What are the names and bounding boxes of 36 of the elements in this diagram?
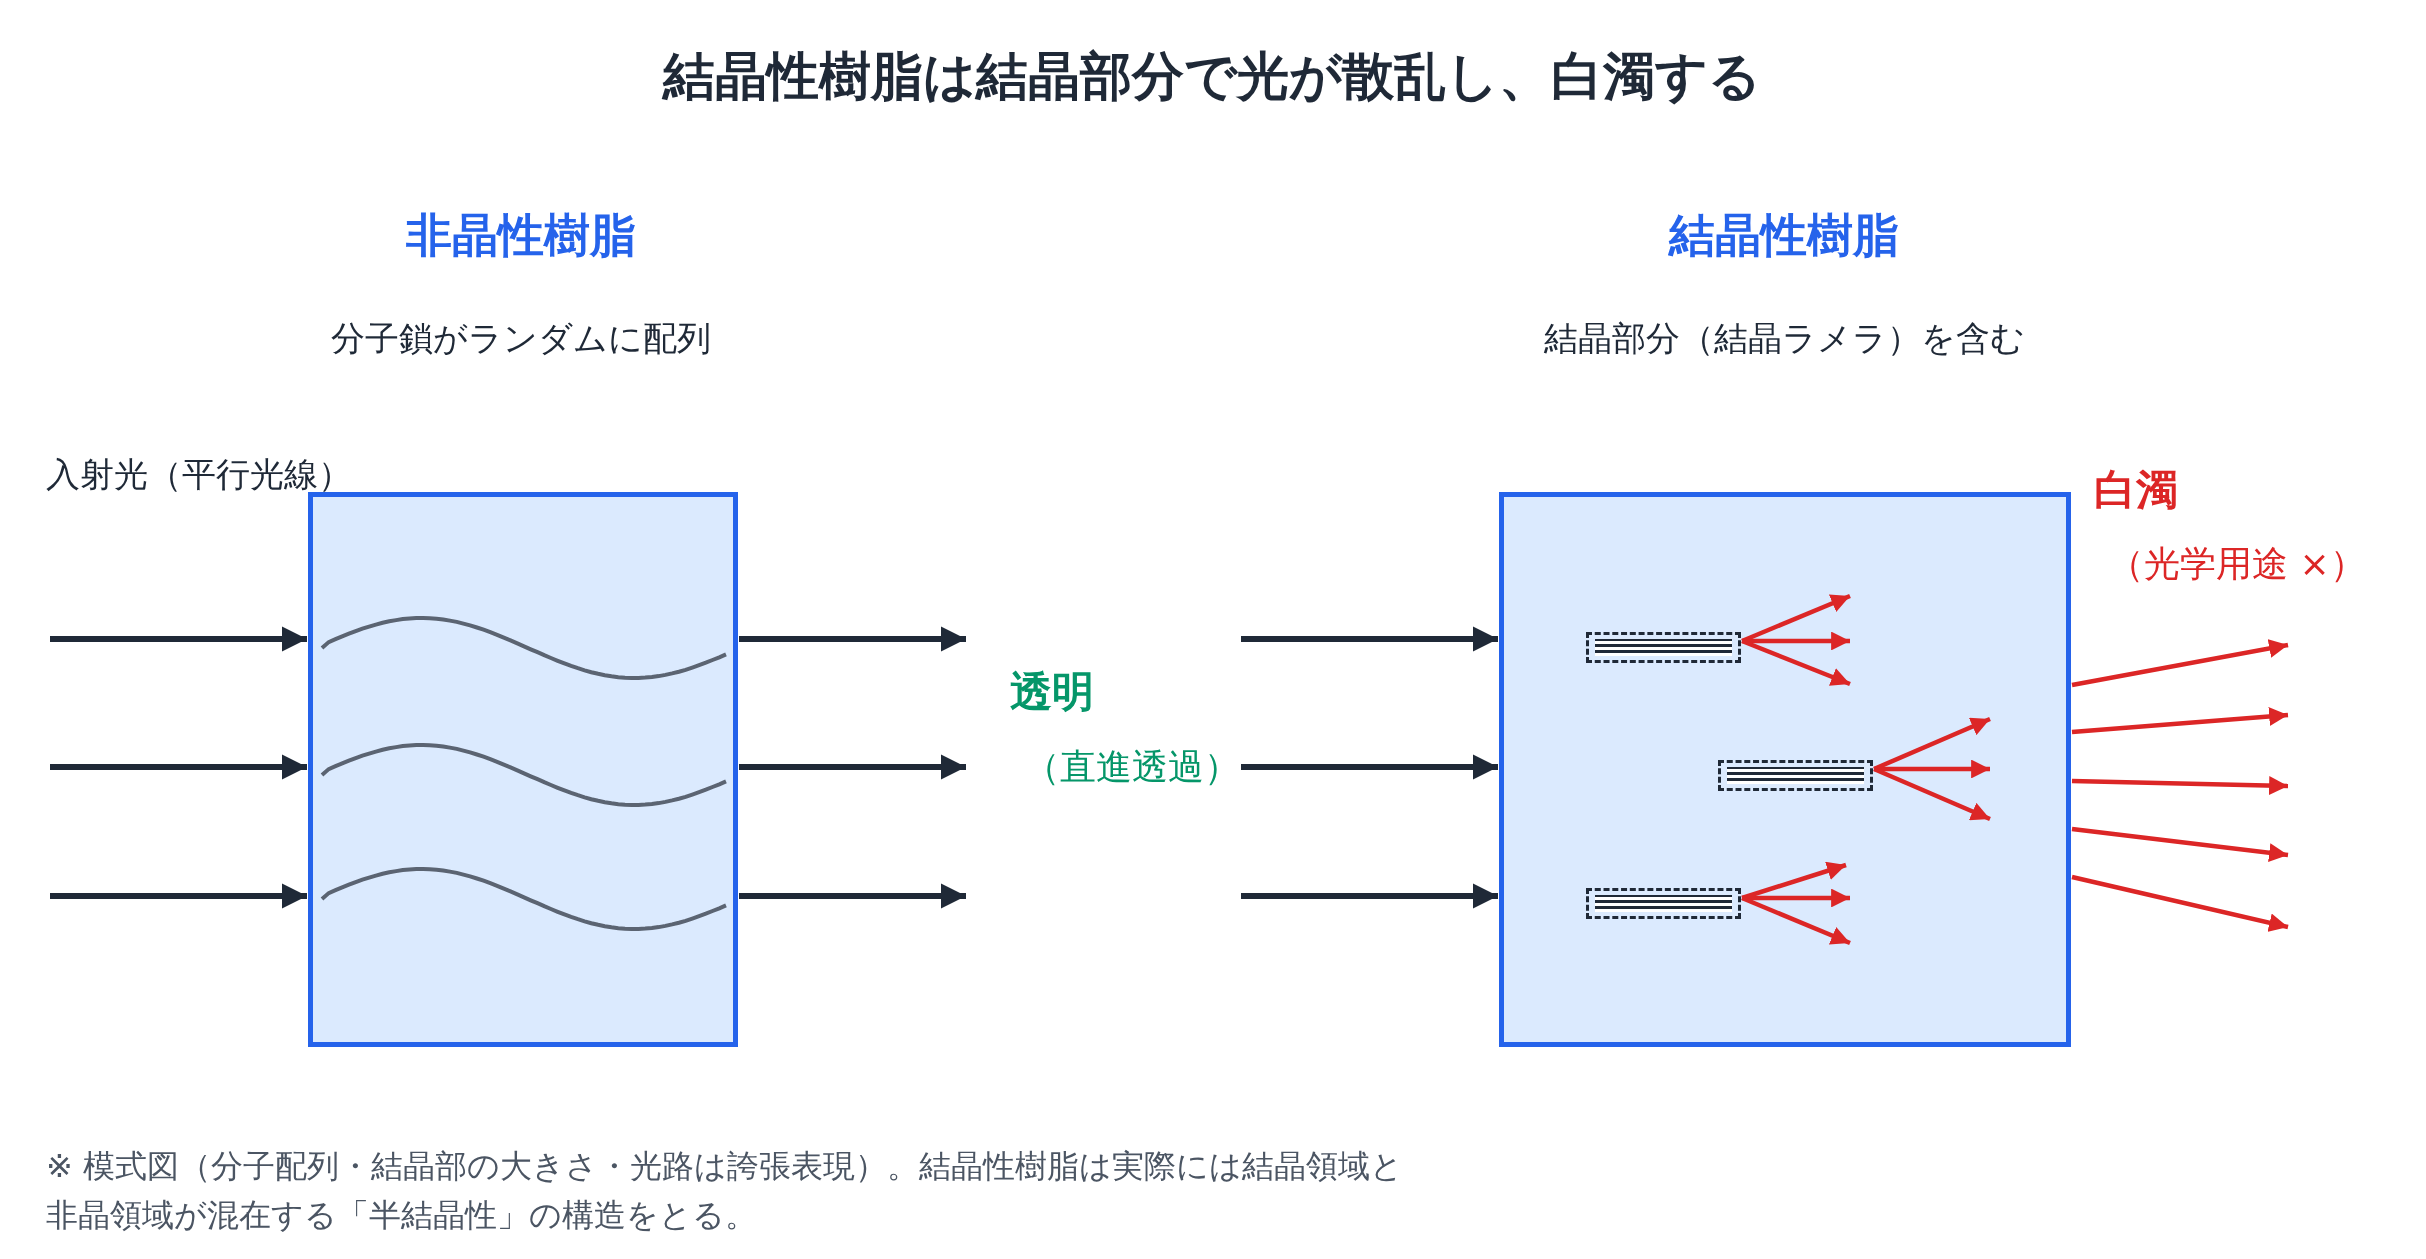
light-ray-arrow	[1241, 754, 1498, 780]
section-subtitle: 分子鎖がランダムに配列	[331, 317, 711, 360]
caption-note: ※ 模式図（分子配列・結晶部の大きさ・光路は誇張表現）。結晶性樹脂は実際には結晶領域と非晶領域が混在する「半結晶性」の構造をとる。	[46, 1146, 1404, 1236]
light-ray-arrow	[1241, 626, 1498, 652]
result-note: （光学用途 ×）	[2108, 542, 2366, 586]
light-ray-arrow	[1873, 766, 1991, 822]
light-ray-arrow	[2071, 826, 2289, 863]
light-ray-arrow	[1742, 888, 1850, 908]
light-ray-arrow	[739, 626, 966, 652]
light-ray-arrow	[739, 883, 966, 909]
light-ray-arrow	[1241, 883, 1498, 909]
crystal-lamella	[1586, 632, 1741, 663]
light-ray-arrow	[50, 883, 307, 909]
light-ray-arrow	[50, 754, 307, 780]
section-subtitle: 結晶部分（結晶ラメラ）を含む	[1543, 317, 2025, 360]
resin-block	[308, 492, 738, 1047]
crystal-lamella	[1718, 760, 1873, 791]
light-ray-arrow	[1741, 895, 1851, 946]
light-ray-arrow	[2071, 639, 2289, 688]
light-ray-arrow	[1742, 631, 1850, 651]
light-ray-arrow	[2071, 874, 2289, 932]
section-heading: 結晶性樹脂	[1669, 207, 1899, 264]
light-ray-arrow	[2071, 776, 2289, 795]
incident-light-label: 入射光（平行光線）	[46, 453, 352, 496]
result-note: （直進透過）	[1024, 745, 1240, 789]
light-ray-arrow	[1741, 638, 1851, 687]
light-ray-arrow	[50, 626, 307, 652]
light-ray-arrow	[1874, 759, 1990, 779]
section-heading: 非晶性樹脂	[406, 207, 636, 264]
result-label: 白濁	[2094, 464, 2178, 516]
crystal-lamella	[1586, 888, 1741, 919]
light-ray-arrow	[2071, 707, 2289, 735]
light-ray-arrow	[739, 754, 966, 780]
resin-block	[1499, 492, 2071, 1047]
result-label: 透明	[1010, 666, 1094, 718]
diagram-title: 結晶性樹脂は結晶部分で光が散乱し、白濁する	[663, 45, 1761, 108]
